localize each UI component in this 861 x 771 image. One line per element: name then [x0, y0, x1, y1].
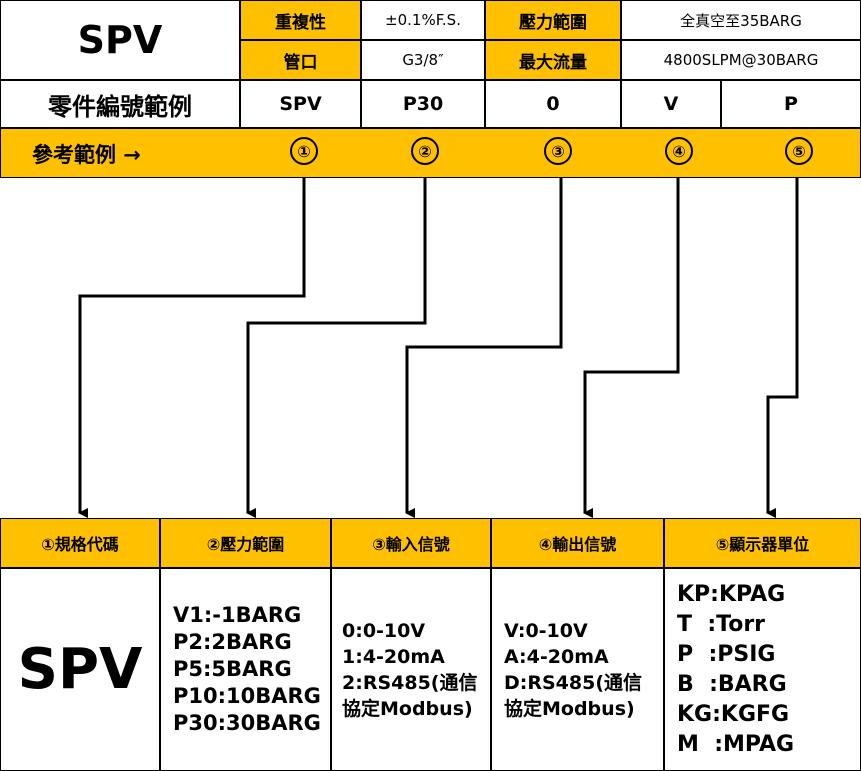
list-item: D:RS485(通信協定Modbus): [504, 671, 643, 720]
spec-header-input: ③輸入信號: [331, 518, 491, 568]
spec-header-output: ④輸出信號: [491, 518, 664, 568]
spec-code-cell: SPV: [0, 568, 160, 771]
connector-2: [246, 178, 427, 518]
list-item: P5:5BARG: [173, 657, 292, 681]
spec-code-value: SPV: [17, 637, 143, 702]
marker-3: ③: [544, 137, 572, 165]
connector-1: [78, 178, 306, 518]
list-item: KP:KPAG: [677, 581, 786, 607]
output-signal-list: V:0-10V A:4-20mA D:RS485(通信協定Modbus): [491, 568, 664, 771]
display-unit-list: KP:KPAG T :Torr P :PSIG B :BARG KG:KGFG …: [664, 568, 861, 771]
list-item: T :Torr: [677, 611, 766, 637]
pressure-range-list: V1:-1BARG P2:2BARG P5:5BARG P10:10BARG P…: [160, 568, 331, 771]
connector-5: [766, 178, 799, 518]
list-item: M :MPAG: [677, 731, 795, 757]
marker-4: ④: [665, 137, 693, 165]
list-item: P2:2BARG: [173, 630, 292, 654]
list-item: 2:RS485(通信協定Modbus): [342, 671, 478, 720]
part-code-pressure: P30: [361, 80, 485, 128]
part-code-output: V: [621, 80, 721, 128]
list-item: 1:4-20mA: [342, 645, 445, 668]
list-item: 0:0-10V: [342, 619, 426, 642]
list-item: KG:KGFG: [677, 701, 790, 727]
spec-header-code: ①規格代碼: [0, 518, 160, 568]
part-code-spv: SPV: [240, 80, 361, 128]
spec-header-pressure: ②壓力範圍: [160, 518, 331, 568]
port-value: G3/8″: [361, 40, 485, 80]
part-code-display: P: [721, 80, 861, 128]
example-label: 參考範例 →: [32, 143, 141, 167]
spec-header-display: ⑤顯示器單位: [664, 518, 861, 568]
list-item: P30:30BARG: [173, 711, 321, 735]
pressure-range-label: 壓力範圍: [485, 0, 621, 40]
model-title: SPV: [0, 0, 240, 80]
connector-4: [583, 178, 680, 518]
list-item: P :PSIG: [677, 641, 776, 667]
list-item: V1:-1BARG: [173, 603, 302, 627]
list-item: P10:10BARG: [173, 684, 321, 708]
input-signal-list: 0:0-10V 1:4-20mA 2:RS485(通信協定Modbus): [331, 568, 491, 771]
marker-2: ②: [411, 137, 439, 165]
marker-5: ⑤: [785, 137, 813, 165]
repeatability-value: ±0.1%F.S.: [361, 0, 485, 40]
marker-1: ①: [290, 137, 318, 165]
connector-3: [405, 178, 563, 518]
max-flow-value: 4800SLPM@30BARG: [621, 40, 861, 80]
list-item: A:4-20mA: [504, 645, 609, 668]
max-flow-label: 最大流量: [485, 40, 621, 80]
part-code-input: 0: [485, 80, 621, 128]
list-item: V:0-10V: [504, 619, 588, 642]
port-label: 管口: [240, 40, 361, 80]
part-number-label: 零件編號範例: [0, 80, 240, 128]
list-item: B :BARG: [677, 671, 787, 697]
repeatability-label: 重複性: [240, 0, 361, 40]
pressure-range-value: 全真空至35BARG: [621, 0, 861, 40]
